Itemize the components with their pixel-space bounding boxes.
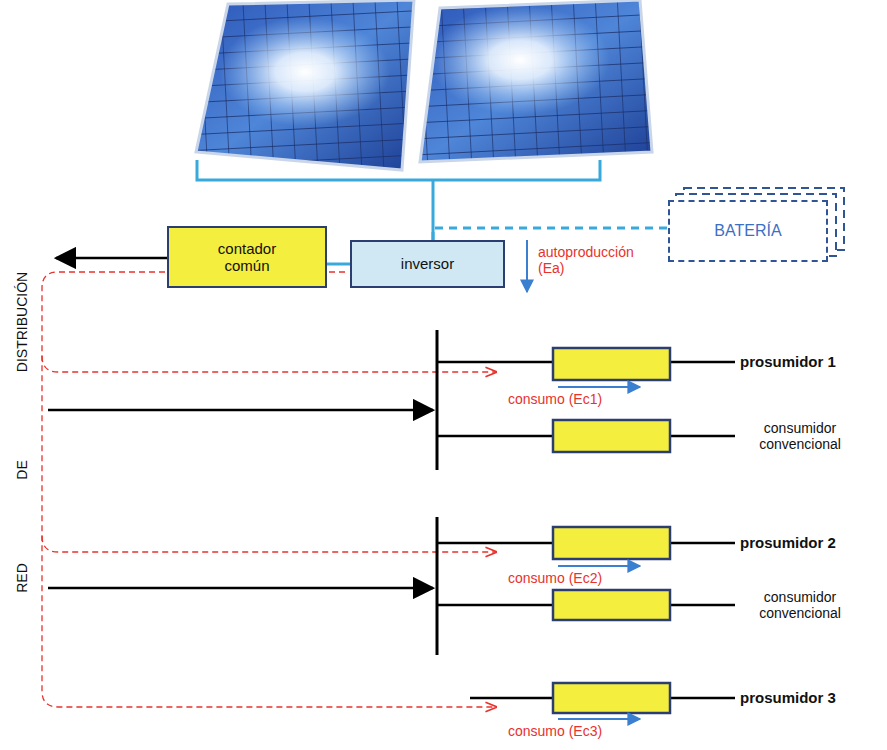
consumption-label: consumo (Ec3) [508, 723, 602, 739]
grid-arrow [56, 257, 167, 260]
virtual-flow [42, 272, 496, 707]
battery-box: BATERÍA [668, 200, 828, 262]
grid-wiring [48, 330, 735, 698]
connector [327, 263, 350, 266]
flow-label: autoproducción (Ea) [538, 244, 650, 276]
consumption-label: consumo (Ec2) [508, 570, 602, 586]
node-text: contador común [205, 240, 289, 275]
consumer-label: consumidor convencional [741, 589, 859, 621]
prosumer-label: prosumidor 1 [740, 353, 836, 370]
solar-panel [196, 0, 414, 170]
grid-label: DISTRIBUCIÓN [14, 272, 30, 372]
node-text: inversor [401, 255, 454, 272]
meter-box: contador común [167, 226, 327, 288]
grid-label: RED [14, 563, 30, 593]
prosumer-label: prosumidor 2 [740, 534, 836, 551]
consumer-label: consumidor convencional [741, 420, 859, 452]
prosumer-label: prosumidor 3 [740, 689, 836, 706]
consumption-arrow [558, 387, 640, 719]
grid-label: DE [14, 460, 30, 479]
production-arrow [526, 240, 528, 292]
inverter-box: inversor [350, 240, 505, 288]
solar-panel [420, 0, 652, 162]
consumption-label: consumo (Ec1) [508, 391, 602, 407]
connector [433, 228, 668, 240]
node-text: BATERÍA [714, 222, 781, 240]
